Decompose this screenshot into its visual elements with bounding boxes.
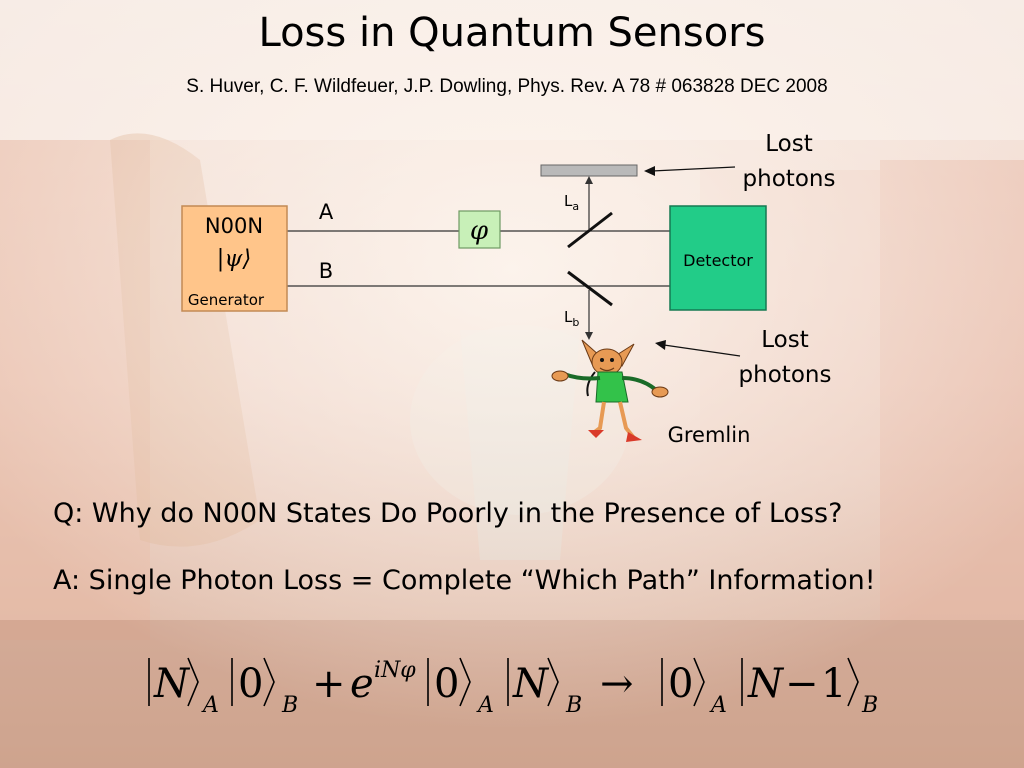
phase-label: φ	[470, 216, 489, 246]
slide-title: Loss in Quantum Sensors	[258, 10, 766, 56]
eq-e: e	[350, 661, 374, 707]
eq-zero1: 0	[238, 661, 263, 707]
answer-text: A: Single Photon Loss = Complete “Which …	[53, 565, 876, 596]
loss-arrow-a-head	[585, 176, 593, 184]
gremlin-icon	[551, 339, 669, 442]
lost-photons-bottom-pointer-head	[655, 340, 666, 350]
generator-bottom-label: Generator	[188, 291, 265, 309]
eq-sub-B3: B	[861, 693, 878, 718]
eq-zero2: 0	[434, 661, 459, 707]
detector-box	[669, 205, 767, 311]
absorber-plate	[540, 164, 638, 177]
detector-label: Detector	[683, 251, 753, 270]
lost-photons-bottom-line2: photons	[739, 362, 832, 388]
generator-state-label: |ψ⟩	[217, 246, 252, 272]
eq-one: 1	[821, 661, 846, 707]
eq-N3: N	[747, 661, 785, 707]
citation: S. Huver, C. F. Wildfeuer, J.P. Dowling,…	[186, 76, 828, 97]
eq-zero3: 0	[668, 661, 693, 707]
lost-photons-top-line2: photons	[743, 166, 836, 192]
eq-sub-A3: A	[709, 693, 727, 718]
eq-N1: N	[153, 661, 191, 707]
eq-sub-A1: A	[201, 693, 219, 718]
loss-arrow-b-head	[585, 332, 593, 340]
eq-sub-B2: B	[565, 693, 582, 718]
lost-photons-top-pointer-head	[644, 166, 655, 176]
loss-a-label: La	[564, 192, 579, 213]
eq-sub-B1: B	[281, 693, 298, 718]
eq-exponent: iNφ	[374, 658, 416, 683]
beam-splitter-b	[567, 270, 613, 307]
beam-splitter-a	[567, 211, 613, 249]
phase-shifter-box	[458, 210, 501, 249]
question-text: Q: Why do N00N States Do Poorly in the P…	[53, 498, 843, 529]
eq-sub-A2: A	[476, 693, 494, 718]
lost-photons-bottom-pointer	[663, 344, 741, 357]
eq-plus: +	[312, 661, 346, 707]
path-a-label: A	[319, 200, 334, 224]
lost-photons-bottom-line1: Lost	[761, 327, 808, 353]
lost-photons-top-pointer	[651, 166, 736, 172]
generator-box	[181, 205, 288, 312]
eq-arrow: →	[600, 661, 634, 707]
generator-top-label: N00N	[205, 214, 263, 238]
eq-N2: N	[512, 661, 550, 707]
lost-photons-top-line1: Lost	[765, 131, 812, 157]
gremlin-label: Gremlin	[668, 423, 751, 447]
eq-minus: −	[785, 661, 819, 707]
loss-b-label: Lb	[564, 308, 579, 329]
path-b-label: B	[319, 259, 333, 283]
